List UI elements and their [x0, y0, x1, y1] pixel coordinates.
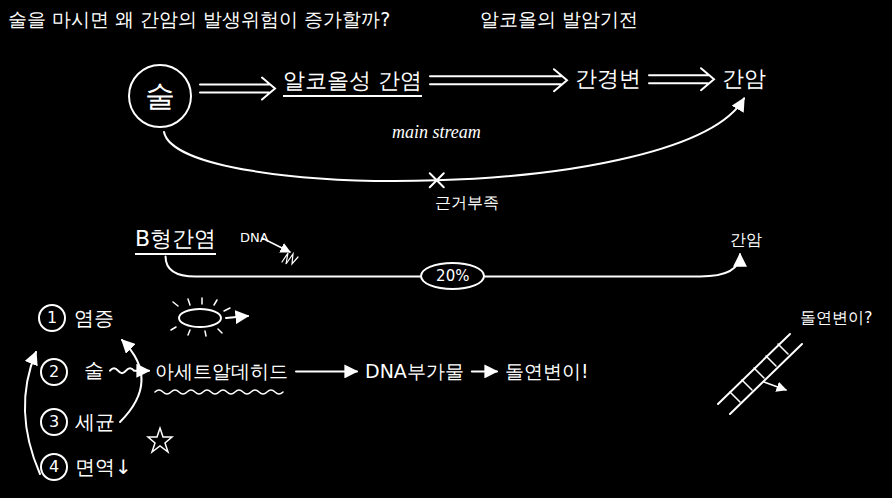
subtitle-text: 알코올의 발암기전: [480, 8, 638, 31]
stage-term: 알코올성 간염: [283, 68, 422, 94]
note-text: DNA: [240, 230, 269, 246]
node-text: 술: [84, 358, 104, 382]
list-term: 염증: [74, 306, 114, 330]
list-term: 염증: [74, 306, 114, 330]
wavy-underline: [155, 390, 283, 394]
star-mark: [148, 428, 172, 452]
connector: [472, 371, 497, 372]
mutation-arrow: [764, 382, 786, 390]
note-text: main stream: [392, 122, 481, 144]
node-text: 간경변: [575, 66, 641, 91]
cross-mark: [430, 173, 444, 187]
connector: [200, 78, 275, 100]
double-arrow: [649, 68, 714, 90]
circled-number: 1: [38, 304, 66, 332]
edge-label: 근거부족: [435, 193, 499, 212]
connector: [164, 98, 744, 187]
note-text: DNA: [240, 230, 269, 245]
node-text: 4: [49, 457, 59, 476]
connector: [110, 368, 149, 373]
curved-arrow: [164, 98, 744, 181]
node-text: 알코올성 간염: [283, 68, 422, 97]
connector: [296, 371, 357, 372]
note-text: 돌연변이?: [800, 308, 873, 327]
arrow-line: [296, 370, 357, 372]
node-text: 2: [49, 362, 59, 381]
node-text: B형간염: [135, 226, 216, 255]
list-term: 세균: [75, 410, 115, 434]
title-text: 술을 마시면 왜 간암의 발생위험이 증가할까?: [8, 8, 390, 30]
step-term: 아세트알데히드: [155, 360, 288, 383]
step-term: DNA부가물: [365, 360, 464, 383]
dna-rungs: [730, 344, 788, 402]
subtitle-text: 알코올의 발암기전: [480, 8, 638, 30]
node-text: DNA부가물: [365, 360, 464, 382]
node-text: 돌연변이!: [505, 360, 589, 382]
node-text: 간암: [730, 230, 762, 249]
node-text: 술: [145, 78, 175, 114]
connector: [430, 69, 567, 91]
circled-term: 술: [128, 64, 192, 128]
bracket-arrow: [120, 340, 142, 422]
title-text: 술을 마시면 왜 간암의 발생위험이 증가할까?: [8, 8, 390, 31]
step-term: 술: [84, 358, 104, 382]
note-text: 돌연변이?: [800, 308, 873, 327]
dna-strand: [718, 334, 802, 414]
note-text: main stream: [392, 122, 481, 142]
inflammation-arrow: [226, 316, 248, 318]
stage-term: 간암: [722, 66, 766, 92]
cause-term: B형간염: [135, 226, 216, 252]
wavy-arrow: [110, 368, 149, 373]
circled-number: 4: [40, 453, 68, 481]
stage-term: 간경변: [575, 66, 641, 92]
node-text: 아세트알데히드: [155, 360, 288, 382]
list-term: 면역↓: [75, 455, 132, 479]
node-text: 1: [47, 308, 57, 327]
list-term: 면역↓: [75, 455, 132, 479]
list-term: 세균: [75, 410, 115, 434]
connector: [649, 68, 714, 90]
double-arrow: [200, 78, 275, 100]
outcome-term: 간암: [730, 230, 762, 249]
bracket-arrow: [25, 352, 40, 474]
node-text: 간암: [722, 66, 766, 91]
node-text: 3: [49, 412, 59, 431]
circled-number: 3: [40, 408, 68, 436]
inflammation-sketch: [179, 309, 221, 327]
edge-label: 20%: [420, 262, 485, 290]
circled-number: 2: [40, 358, 68, 386]
arrow-line: [472, 370, 497, 372]
inflammation-rays: [171, 298, 230, 336]
dna-scribble: [282, 253, 298, 264]
double-arrow: [430, 69, 567, 91]
step-term: 돌연변이!: [505, 360, 589, 383]
